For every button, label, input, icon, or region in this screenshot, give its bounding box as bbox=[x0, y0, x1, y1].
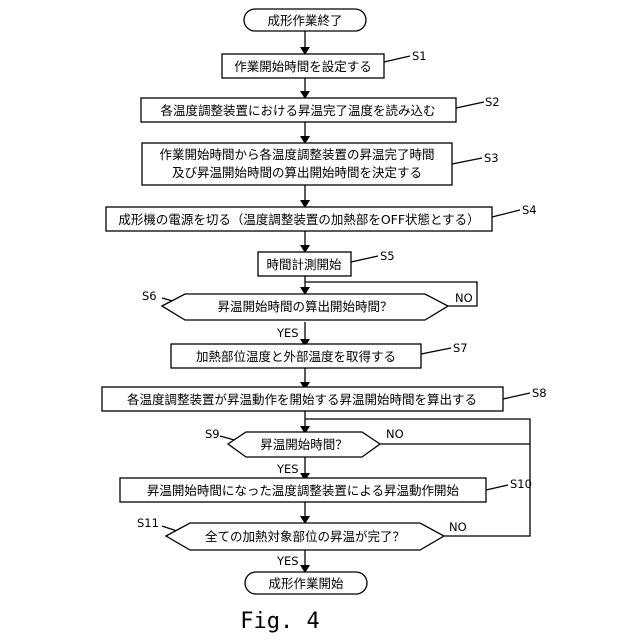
step-s10-id: S10 bbox=[510, 477, 532, 491]
step-s10-text: 昇温開始時間になった温度調整装置による昇温動作開始 bbox=[147, 483, 460, 498]
step-s7-id: S7 bbox=[453, 341, 468, 355]
step-s5-id: S5 bbox=[380, 249, 395, 263]
step-s1-box: 作業開始時間を設定する S1 bbox=[222, 49, 427, 78]
figure-caption: Fig. 4 bbox=[240, 609, 319, 634]
step-s8-text: 各温度調整装置が昇温動作を開始する昇温開始時間を算出する bbox=[127, 392, 477, 407]
step-s6-text: 昇温開始時間の算出開始時間？ bbox=[217, 299, 392, 314]
step-s11-id: S11 bbox=[137, 516, 159, 530]
step-s6-yes-label: YES bbox=[276, 326, 299, 340]
step-s9-decision: 昇温開始時間？ S9 NO YES bbox=[205, 427, 404, 476]
step-s9-no-label: NO bbox=[386, 427, 404, 441]
start-terminal-label: 成形作業終了 bbox=[267, 13, 342, 28]
step-s4-box: 成形機の電源を切る（温度調整装置の加熱部をOFF状態とする） S4 bbox=[106, 203, 537, 231]
step-s11-decision: 全ての加熱対象部位の昇温が完了？ S11 NO YES bbox=[137, 516, 467, 568]
step-s6-no-label: NO bbox=[455, 291, 473, 305]
step-s4-id: S4 bbox=[522, 203, 537, 217]
step-s9-text: 昇温開始時間？ bbox=[260, 437, 348, 452]
step-s11-text: 全ての加熱対象部位の昇温が完了？ bbox=[205, 529, 405, 544]
start-terminal: 成形作業終了 bbox=[244, 9, 366, 31]
step-s3-id: S3 bbox=[484, 151, 499, 165]
step-s8-box: 各温度調整装置が昇温動作を開始する昇温開始時間を算出する S8 bbox=[102, 386, 547, 411]
step-s3-box: 作業開始時間から各温度調整装置の昇温完了時間 及び昇温開始時間の算出開始時間を決… bbox=[142, 143, 499, 185]
step-s3-text-line1: 作業開始時間から各温度調整装置の昇温完了時間 bbox=[159, 147, 434, 162]
step-s7-box: 加熱部位温度と外部温度を取得する S7 bbox=[171, 341, 468, 368]
step-s11-yes-label: YES bbox=[276, 554, 299, 568]
step-s4-text: 成形機の電源を切る（温度調整装置の加熱部をOFF状態とする） bbox=[118, 212, 479, 227]
step-s3-text-line2: 及び昇温開始時間の算出開始時間を決定する bbox=[172, 165, 422, 180]
end-terminal-label: 成形作業開始 bbox=[268, 576, 344, 591]
step-s1-id: S1 bbox=[412, 49, 427, 63]
step-s2-id: S2 bbox=[485, 95, 500, 109]
step-s7-text: 加熱部位温度と外部温度を取得する bbox=[196, 349, 396, 364]
step-s2-box: 各温度調整装置における昇温完了温度を読み込む S2 bbox=[141, 95, 500, 122]
step-s9-yes-label: YES bbox=[276, 462, 299, 476]
step-s9-id: S9 bbox=[205, 427, 220, 441]
step-s5-box: 時間計測開始 S5 bbox=[258, 249, 395, 276]
step-s6-decision: 昇温開始時間の算出開始時間？ S6 NO YES bbox=[142, 289, 473, 340]
end-terminal: 成形作業開始 bbox=[245, 572, 367, 594]
step-s8-id: S8 bbox=[532, 386, 547, 400]
step-s10-box: 昇温開始時間になった温度調整装置による昇温動作開始 S10 bbox=[120, 477, 532, 502]
step-s2-text: 各温度調整装置における昇温完了温度を読み込む bbox=[160, 103, 435, 118]
step-s6-id: S6 bbox=[142, 289, 157, 303]
step-s5-text: 時間計測開始 bbox=[266, 257, 342, 272]
step-s11-no-label: NO bbox=[449, 520, 467, 534]
step-s1-text: 作業開始時間を設定する bbox=[234, 59, 372, 74]
